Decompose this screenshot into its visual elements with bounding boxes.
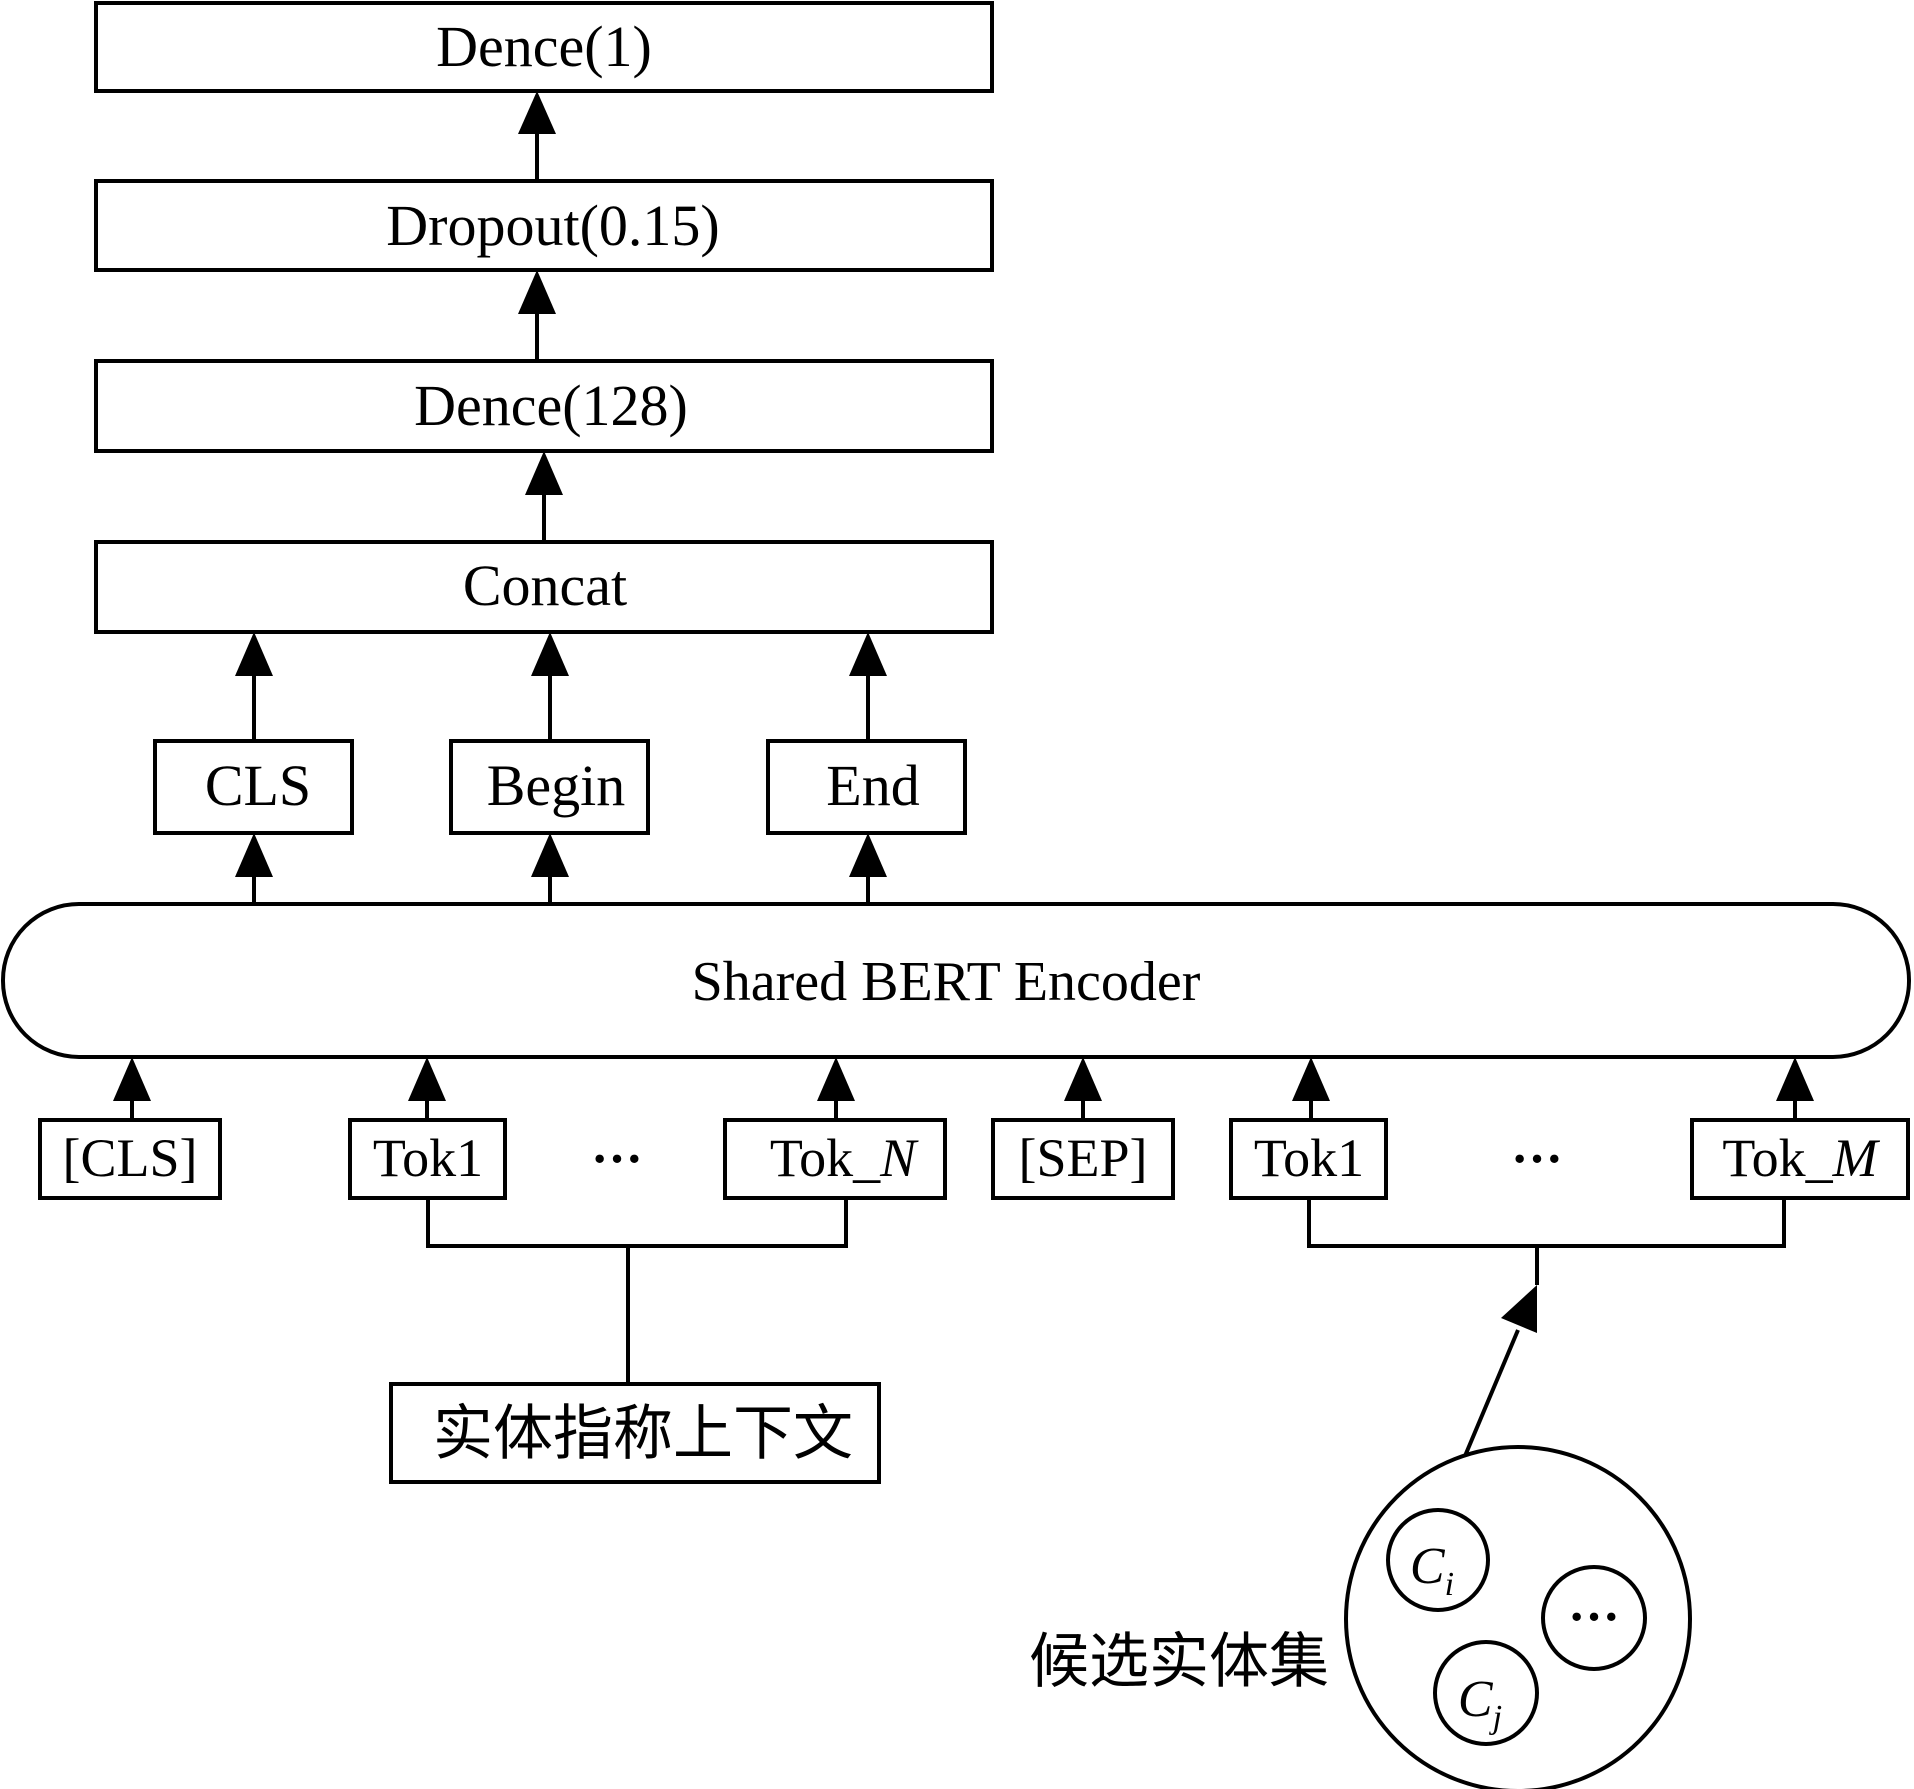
arrow-tok1b-to-encoder [1292,1057,1330,1120]
token-tok-n-label: Tok_N [770,1128,919,1188]
arrow-dense128-to-dropout [518,270,556,361]
end-feature-box: End [766,739,967,835]
candidate-cj-letter: C [1458,1671,1494,1728]
dense-1-layer: Dence(1) [94,1,994,93]
candidate-ci-label: Ci [1410,1538,1454,1603]
candidate-ci: Ci [1386,1508,1490,1612]
token-cls: [CLS] [38,1118,222,1200]
cls-feature-box: CLS [153,739,354,835]
candidate-bracket [1307,1198,1786,1285]
candidate-set-label: 候选实体集 [1029,1627,1329,1697]
token-tok-n-prefix: Tok_ [770,1128,881,1188]
mention-context-bracket [426,1198,848,1384]
token-tok1-mention-label: Tok1 [373,1128,483,1188]
candidate-ellipsis-node: ··· [1541,1565,1647,1671]
concat-layer: Concat [94,540,994,634]
arrow-end-to-concat [849,632,887,741]
dense-128-layer: Dence(128) [94,359,994,453]
candidate-ellipsis-label: ··· [1568,1589,1620,1646]
token-ellipsis-candidate: ··· [1511,1131,1563,1188]
arrow-concat-to-dense128 [525,451,563,542]
begin-feature-label: Begin [487,753,626,818]
token-tok-m-prefix: Tok_ [1722,1128,1833,1188]
encoder-label: Shared BERT Encoder [692,951,1201,1013]
dense-128-label: Dence(128) [414,373,688,438]
token-tok1-candidate-label: Tok1 [1254,1128,1364,1188]
token-tok-n-var: N [879,1128,919,1188]
shared-bert-encoder: Shared BERT Encoder [1,902,1911,1059]
dropout-layer: Dropout(0.15) [94,179,994,272]
token-ellipsis-mention: ··· [591,1131,643,1188]
token-tok1-candidate: Tok1 [1229,1118,1388,1200]
candidate-cj: Cj [1433,1640,1539,1746]
token-cls-label: [CLS] [63,1128,198,1188]
arrow-sep-to-encoder [1064,1057,1102,1120]
candidate-cj-label: Cj [1458,1671,1502,1736]
arrow-cls-to-concat [235,632,273,741]
token-tok-m-label: Tok_M [1722,1128,1880,1188]
arrow-dropout-to-dense1 [518,91,556,181]
token-tok1-mention: Tok1 [348,1118,507,1200]
candidate-ci-sub: i [1445,1566,1454,1603]
dense-1-label: Dence(1) [436,14,652,79]
arrow-tok1a-to-encoder [408,1057,446,1120]
token-tok-m-var: M [1832,1128,1881,1188]
candidate-entity-set: Ci ··· Cj [1344,1445,1692,1789]
mention-context-label: 实体指称上下文 [433,1399,853,1469]
concat-label: Concat [463,553,627,618]
candidate-cj-sub: j [1489,1699,1502,1736]
token-tok-m: Tok_M [1690,1118,1910,1200]
arrow-tokm-to-encoder [1776,1057,1814,1120]
token-sep-label: [SEP] [1018,1128,1147,1188]
cls-feature-label: CLS [205,753,311,818]
candidate-ci-letter: C [1410,1538,1446,1595]
arrow-encoder-to-cls [235,833,273,904]
mention-context-box: 实体指称上下文 [389,1382,881,1484]
token-tok-n: Tok_N [723,1118,947,1200]
arrow-encoder-to-end [849,833,887,904]
arrow-tokn-to-encoder [817,1057,855,1120]
begin-feature-box: Begin [449,739,650,835]
arrow-encoder-to-begin [531,833,569,904]
end-feature-label: End [826,753,919,818]
arrow-begin-to-concat [531,632,569,741]
dropout-label: Dropout(0.15) [386,193,719,258]
token-sep: [SEP] [991,1118,1175,1200]
arrow-cls-token-to-encoder [113,1057,151,1120]
